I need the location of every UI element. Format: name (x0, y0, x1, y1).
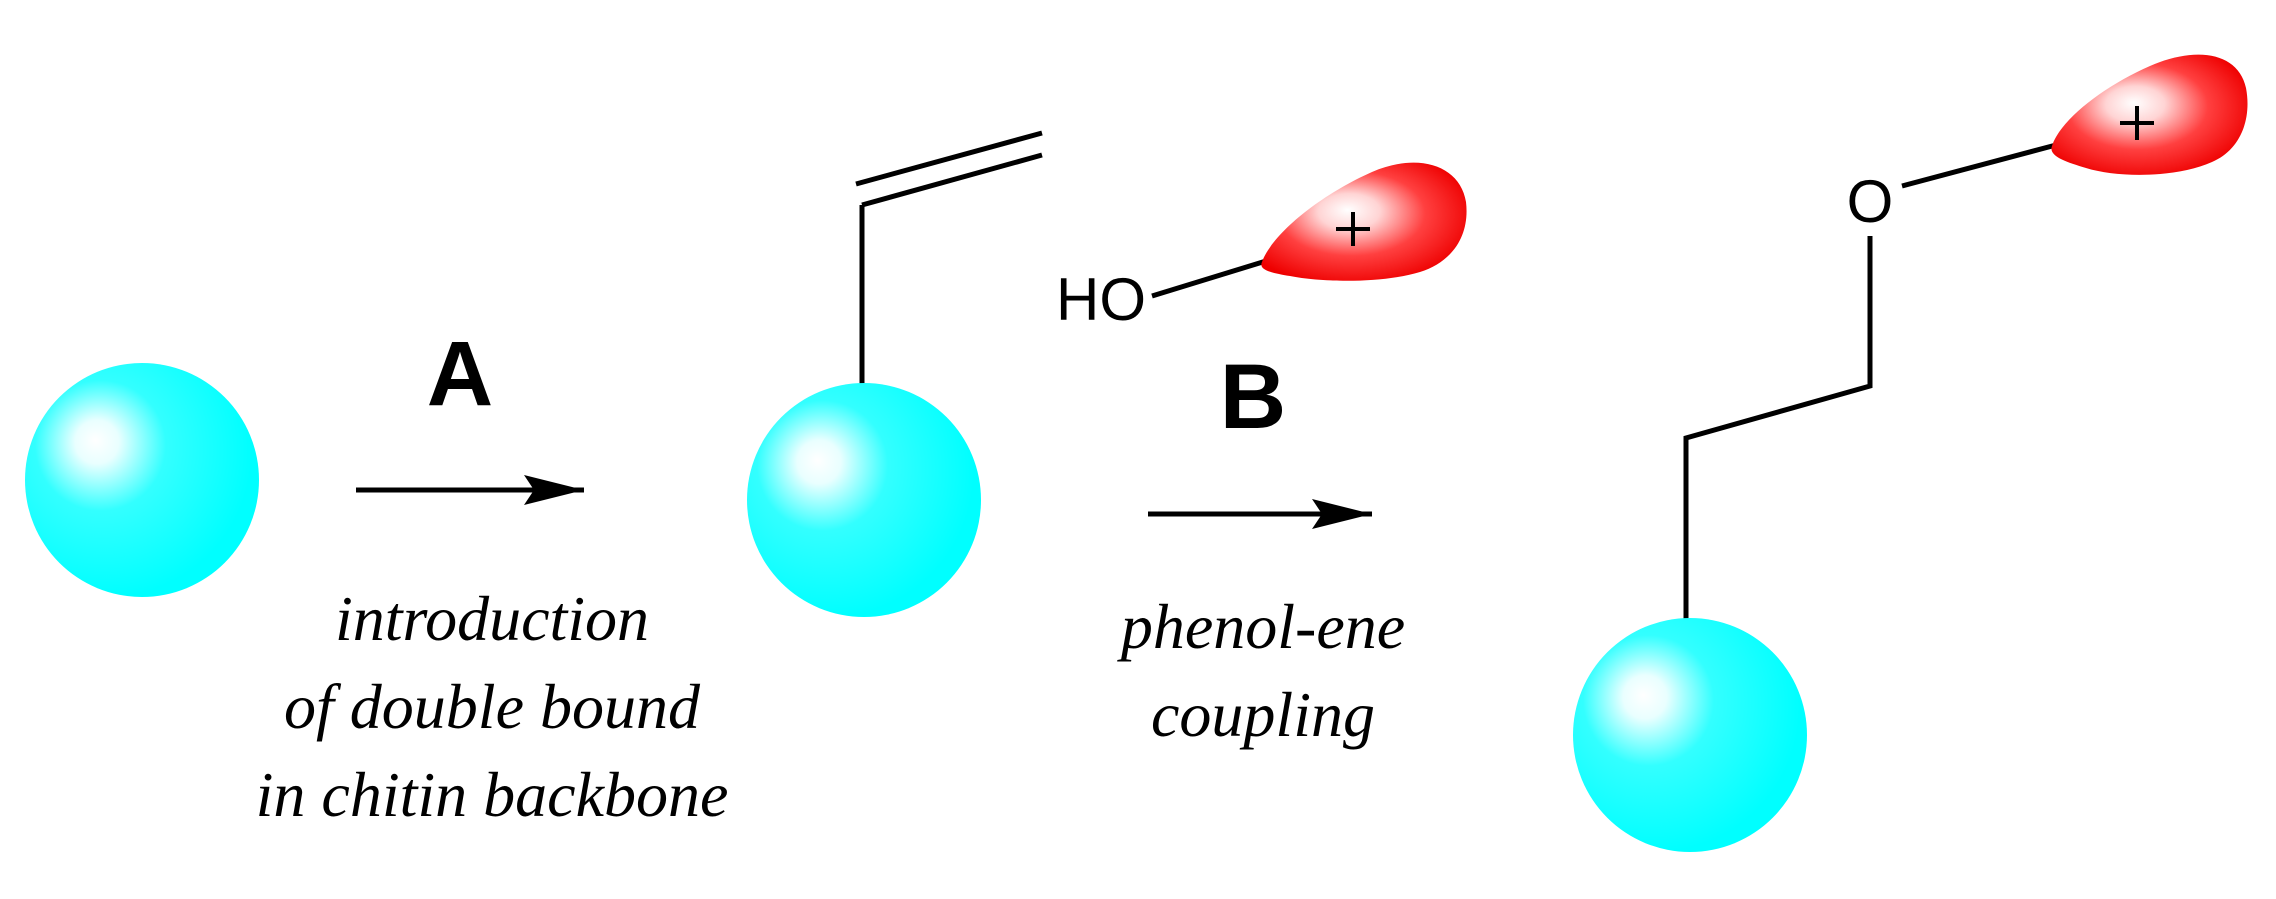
step-b: B phenol-ene coupling (1117, 346, 1405, 750)
linker-chain (1683, 236, 1873, 632)
chitin-bead-start (25, 363, 259, 597)
chitin-bead-icon (1573, 618, 1807, 852)
hydroxyl-label: HO (1056, 266, 1146, 333)
chitin-bead-icon (747, 383, 981, 617)
step-a-label: A (427, 323, 493, 425)
step-a: A introduction of double bound in chitin… (256, 323, 729, 830)
chitin-bead-icon (25, 363, 259, 597)
ho-bond (1151, 258, 1267, 299)
allyl-chitin (747, 130, 1043, 617)
ether-oxygen-label: O (1847, 168, 1894, 235)
phenol-reagent: HO (1056, 162, 1467, 333)
step-b-label: B (1220, 346, 1286, 448)
allyl-double-bond-inner (855, 130, 1043, 187)
step-a-caption-line-3: in chitin backbone (256, 759, 729, 830)
cationic-phenol-moiety-icon (1261, 162, 1467, 281)
ether-bond (1901, 142, 2057, 189)
step-a-caption-line-2: of double bound (284, 671, 701, 742)
allyl-double-bond-outer (861, 152, 1043, 208)
cationic-phenol-moiety-icon (2051, 54, 2248, 175)
positive-charge-icon (1336, 212, 1370, 246)
step-a-caption-line-1: introduction (335, 583, 649, 654)
step-b-caption-line-2: coupling (1151, 679, 1375, 750)
positive-charge-icon (2120, 106, 2154, 140)
grafted-chitin-product: O (1573, 54, 2248, 852)
step-b-caption-line-1: phenol-ene (1117, 591, 1405, 662)
